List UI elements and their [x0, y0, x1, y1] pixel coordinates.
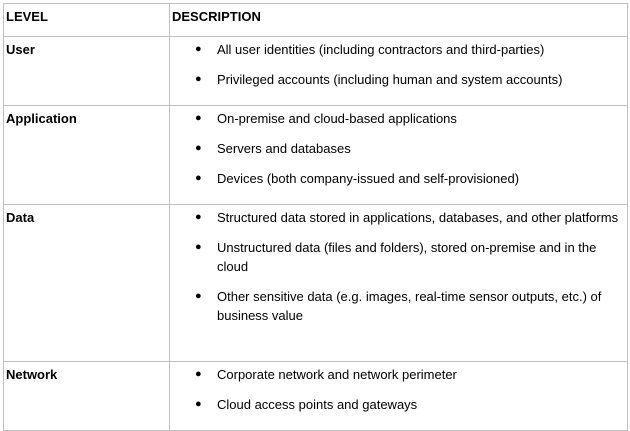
- list-item: ● On-premise and cloud-based applications: [170, 109, 621, 128]
- list-item-text: Structured data stored in applications, …: [217, 210, 619, 225]
- table-row-user: User ● All user identities (including con…: [3, 36, 628, 106]
- list-item: ● Unstructured data (files and folders), …: [170, 238, 621, 276]
- list-item-text: Other sensitive data (e.g. images, real-…: [217, 289, 602, 323]
- bullet-icon: ●: [195, 43, 202, 55]
- description-column-header: DESCRIPTION: [169, 3, 628, 37]
- list-item: ● Servers and databases: [170, 139, 621, 158]
- bullet-icon: ●: [195, 142, 202, 154]
- level-cell-application: Application: [3, 105, 170, 205]
- bullet-icon: ●: [195, 398, 202, 410]
- level-cell-network: Network: [3, 361, 170, 431]
- level-column-header: LEVEL: [3, 3, 170, 37]
- list-item: ● All user identities (including contract…: [170, 40, 621, 59]
- description-cell-network: ● Corporate network and network perimeter…: [169, 361, 628, 431]
- list-item-text: Privileged accounts (including human and…: [217, 72, 563, 87]
- table-row-data: Data ● Structured data stored in applicat…: [3, 204, 628, 362]
- table-header-row: LEVEL DESCRIPTION: [3, 3, 628, 37]
- list-item: ● Privileged accounts (including human an…: [170, 70, 621, 89]
- bullet-list: ● All user identities (including contract…: [170, 40, 621, 89]
- list-item: ● Structured data stored in applications,…: [170, 208, 621, 227]
- list-item-text: Corporate network and network perimeter: [217, 367, 457, 382]
- bullet-icon: ●: [195, 73, 202, 85]
- bullet-list: ● Corporate network and network perimeter…: [170, 365, 621, 414]
- list-item-text: Devices (both company-issued and self-pr…: [217, 171, 520, 186]
- table-row-network: Network ● Corporate network and network p…: [3, 361, 628, 431]
- list-item-text: Unstructured data (files and folders), s…: [217, 240, 597, 274]
- bullet-list: ● Structured data stored in applications,…: [170, 208, 621, 325]
- list-item-text: On-premise and cloud-based applications: [217, 111, 457, 126]
- bullet-icon: ●: [195, 172, 202, 184]
- bullet-icon: ●: [195, 368, 202, 380]
- description-cell-application: ● On-premise and cloud-based applications…: [169, 105, 628, 205]
- bullet-icon: ●: [195, 290, 202, 302]
- list-item-text: Servers and databases: [217, 141, 351, 156]
- list-item: ● Corporate network and network perimeter: [170, 365, 621, 384]
- description-cell-user: ● All user identities (including contract…: [169, 36, 628, 106]
- bullet-icon: ●: [195, 112, 202, 124]
- bullet-icon: ●: [195, 241, 202, 253]
- list-item-text: Cloud access points and gateways: [217, 397, 418, 412]
- bullet-list: ● On-premise and cloud-based applications…: [170, 109, 621, 188]
- security-levels-table: LEVEL DESCRIPTION User ● All user identit…: [3, 3, 628, 431]
- table-row-application: Application ● On-premise and cloud-based …: [3, 105, 628, 205]
- level-cell-data: Data: [3, 204, 170, 362]
- list-item-text: All user identities (including contracto…: [217, 42, 545, 57]
- level-cell-user: User: [3, 36, 170, 106]
- list-item: ● Cloud access points and gateways: [170, 395, 621, 414]
- list-item: ● Devices (both company-issued and self-p…: [170, 169, 621, 188]
- list-item: ● Other sensitive data (e.g. images, real…: [170, 287, 621, 325]
- bullet-icon: ●: [195, 211, 202, 223]
- description-cell-data: ● Structured data stored in applications,…: [169, 204, 628, 362]
